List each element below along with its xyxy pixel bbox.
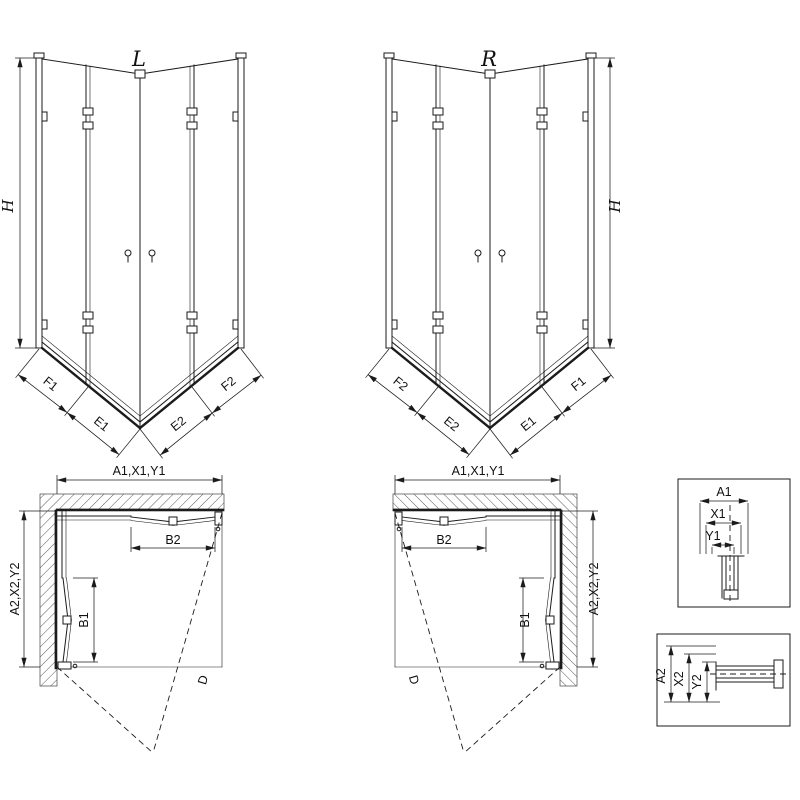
height-dim-right: H (606, 199, 624, 214)
plan-width-dim-left: A1,X1,Y1 (113, 464, 166, 478)
plan-diagonal-right: D (406, 674, 422, 687)
detail-a1: A1 (716, 485, 731, 499)
plan-b1-right: B1 (518, 612, 532, 627)
plan-width-dim-right: A1,X1,Y1 (452, 464, 505, 478)
view-title-left: L (131, 47, 146, 71)
enclosure-3d-left (16, 53, 264, 458)
detail-a2: A2 (654, 668, 668, 683)
enclosure-plan-right (393, 475, 598, 753)
detail-box-top (677, 478, 791, 608)
plan-b1-left: B1 (77, 612, 91, 627)
plan-view-left: A1,X1,Y1 B2 B1 A2,X2,Y2 D (8, 464, 224, 753)
dim-e1-right: E1 (518, 414, 539, 435)
plan-diagonal-left: D (195, 674, 211, 687)
height-dim-left: H (0, 199, 17, 214)
plan-b2-left: B2 (165, 533, 180, 547)
detail-y1: Y1 (705, 529, 720, 543)
dim-e2-left: E2 (168, 414, 189, 435)
plan-depth-dim-left: A2,X2,Y2 (8, 563, 22, 616)
plan-depth-dim-right: A2,X2,Y2 (587, 563, 601, 616)
dim-f2-left: F2 (218, 374, 238, 394)
perspective-view-left: L H F1 E1 E2 F2 (0, 47, 264, 458)
dim-f1-left: F1 (40, 374, 60, 394)
profile-detail-vertical: A2 X2 Y2 (654, 633, 791, 727)
dim-f2-right: F2 (390, 374, 410, 394)
dim-e1-left: E1 (91, 414, 112, 435)
dim-f1-right: F1 (568, 374, 588, 394)
plan-b2-right: B2 (436, 533, 451, 547)
dim-e2-right: E2 (441, 414, 462, 435)
enclosure-3d-right (366, 53, 614, 458)
detail-y2: Y2 (690, 674, 704, 689)
enclosure-plan-left (19, 475, 224, 753)
profile-detail-horizontal: A1 X1 Y1 (677, 478, 791, 608)
detail-box-bottom (656, 633, 791, 727)
plan-view-right: A1,X1,Y1 B2 B1 A2,X2,Y2 D (393, 464, 601, 753)
detail-x2: X2 (672, 671, 686, 686)
view-title-right: R (480, 47, 497, 71)
detail-x1: X1 (710, 507, 725, 521)
perspective-view-right: R H F2 E2 E1 F1 (366, 47, 624, 458)
